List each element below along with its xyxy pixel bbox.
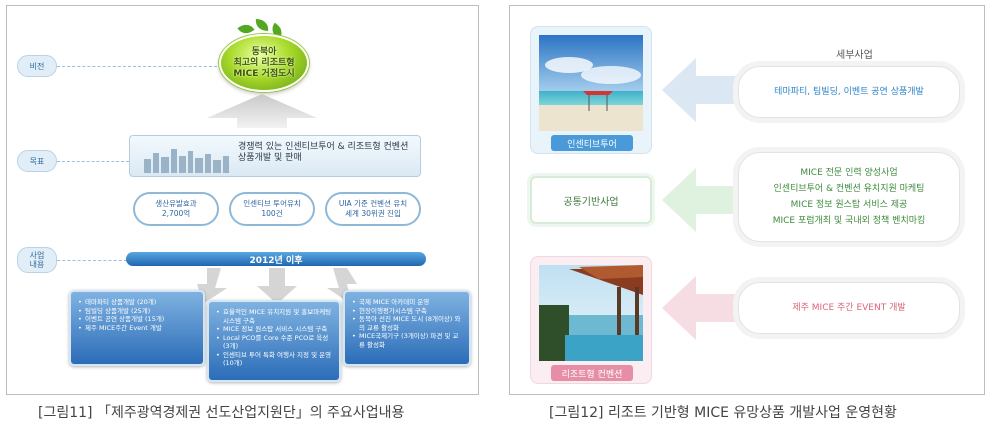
business-item: MICE국제기구 (3개이상) 파견 및 교류 활성화: [352, 332, 463, 349]
figure-12-panel: 인센티브투어 공통기반사업 리조트형 컨벤션 세부사업 테마파티, 팀빌딩, 이: [509, 5, 985, 395]
business-item: 이벤트 공연 상품개발 (15개): [78, 315, 197, 324]
goal-label: 목표: [17, 150, 57, 172]
business-label-line2: 내용: [29, 260, 45, 269]
goal-item-convention: UIA 기준 컨벤션 유치 세계 30위권 진입: [325, 192, 421, 226]
business-item: 팀빌딩 상품개발 (25개): [78, 307, 197, 316]
common-base-box: 공통기반사업: [530, 176, 652, 224]
left-arrow-icon: [662, 58, 742, 122]
goal-item-title: UIA 기준 컨벤션 유치: [338, 199, 408, 208]
detail-line: MICE 포럼개최 및 국내외 정책 벤치마킹: [772, 216, 926, 226]
up-arrow-icon: [207, 94, 317, 128]
vision-label: 비전: [17, 55, 57, 77]
detail-line: 인센티브투어 & 컨벤션 유치지원 마케팅: [773, 184, 925, 194]
vision-line-1: 동북아: [251, 46, 277, 57]
goal-line-1: 경쟁력 있는 인센티브투어 & 리조트형 컨벤션: [238, 142, 409, 152]
business-box-2: 효율적인 MICE 유치지원 및 홍보마케팅 시스템 구축 MICE 정보 원스…: [207, 300, 341, 382]
figure-12-caption: [그림12] 리조트 기반형 MICE 유망상품 개발사업 운영현황: [549, 405, 897, 421]
beach-photo: [539, 35, 643, 131]
business-box-1: 테마파티 상품개발 (20개) 팀빌딩 상품개발 (25개) 이벤트 공연 상품…: [69, 290, 205, 366]
business-item: MICE 정보 원스탑 서비스 시스템 구축: [216, 325, 333, 334]
resort-photo: [539, 265, 643, 361]
business-item: 인센티브 투어 특화 여행사 지정 및 운영 (10개): [216, 351, 333, 368]
goal-item-value: 세계 30위권 진입: [345, 209, 401, 218]
incentive-tour-label: 인센티브투어: [551, 135, 633, 151]
goal-box: 경쟁력 있는 인센티브투어 & 리조트형 컨벤션 상품개발 및 판매: [129, 135, 421, 177]
resort-convention-card: 리조트형 컨벤션: [530, 256, 652, 384]
vision-line-2: 최고의 리조트형: [233, 57, 295, 68]
goal-item-production: 생산유발효과 2,700억: [133, 192, 219, 226]
goal-text: 경쟁력 있는 인센티브투어 & 리조트형 컨벤션 상품개발 및 판매: [238, 142, 408, 164]
business-label-line1: 사업: [29, 251, 45, 260]
detail-box-resort: 제주 MICE 주간 EVENT 개발: [738, 282, 960, 334]
goal-line-2: 상품개발 및 판매: [238, 153, 302, 163]
period-text: 2012년 이후: [249, 255, 303, 266]
business-item: 제주 MICE주간 Event 개발: [78, 324, 197, 333]
city-skyline-icon: [144, 149, 229, 173]
vision-globe: 동북아 최고의 리조트형 MICE 거점도시: [219, 34, 309, 92]
left-arrow-icon: [662, 168, 742, 232]
goal-item-title: 생산유발효과: [155, 199, 197, 208]
period-bar: 2012년 이후: [126, 252, 426, 266]
business-item: 현장이행평가시스템 구축: [352, 307, 463, 316]
detail-box-common: MICE 전문 인력 양성사업 인센티브투어 & 컨벤션 유치지원 마케팅 MI…: [738, 152, 960, 242]
business-item: 효율적인 MICE 유치지원 및 홍보마케팅 시스템 구축: [216, 308, 333, 325]
left-arrow-icon: [662, 276, 742, 340]
incentive-tour-label-text: 인센티브투어: [567, 139, 617, 150]
business-item: 테마파티 상품개발 (20개): [78, 298, 197, 307]
business-item: 국제 MICE 아카데미 운영: [352, 298, 463, 307]
goal-item-value: 2,700억: [161, 209, 191, 218]
detail-line: 제주 MICE 주간 EVENT 개발: [792, 303, 906, 313]
detail-line: MICE 전문 인력 양성사업: [800, 168, 898, 178]
goal-item-value: 100건: [261, 209, 283, 218]
vision-guide-line: [57, 66, 217, 67]
common-base-label: 공통기반사업: [563, 196, 619, 208]
vision-label-text: 비전: [29, 61, 45, 71]
business-box-3: 국제 MICE 아카데미 운영 현장이행평가시스템 구축 동북아 선진 MICE…: [343, 290, 471, 366]
incentive-tour-card: 인센티브투어: [530, 26, 652, 154]
detail-line: MICE 정보 원스탑 서비스 제공: [790, 200, 908, 210]
business-item: 동북아 선진 MICE 도시 (8개이상) 와의 교류 활성화: [352, 315, 463, 332]
leaf-icon: [254, 18, 270, 32]
figure-11-caption: [그림11] 「제주광역경제권 선도산업지원단」의 주요사업내용: [38, 405, 405, 421]
business-label: 사업 내용: [17, 247, 57, 273]
goal-guide-line: [57, 161, 129, 162]
figure-11-panel: 비전 목표 사업 내용 동북아 최고의 리조트형 MICE 거점도시 경쟁력 있…: [6, 5, 479, 395]
goal-item-incentive: 인센티브 투어유치 100건: [229, 192, 315, 226]
detail-line: 테마파티, 팀빌딩, 이벤트 공연 상품개발: [774, 87, 924, 97]
resort-convention-label-text: 리조트형 컨벤션: [561, 369, 623, 380]
detail-box-incentive: 테마파티, 팀빌딩, 이벤트 공연 상품개발: [738, 66, 960, 118]
goal-item-title: 인센티브 투어유치: [243, 199, 301, 208]
business-item: Local PCO를 Core 수준 PCO로 육성 (3개): [216, 334, 333, 351]
detail-title: 세부사업: [836, 50, 873, 61]
resort-convention-label: 리조트형 컨벤션: [551, 365, 633, 381]
down-arrows-icon: [197, 268, 357, 304]
goal-label-text: 목표: [29, 156, 45, 166]
business-guide-line: [57, 260, 127, 261]
vision-line-3: MICE 거점도시: [233, 68, 295, 79]
